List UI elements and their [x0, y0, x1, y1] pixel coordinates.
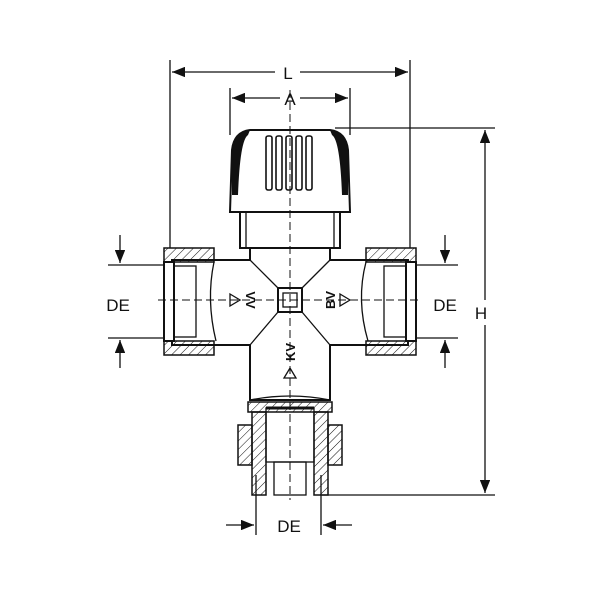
dimension-label-A: A: [284, 90, 296, 109]
dimension-L: L: [169, 60, 411, 248]
port-label-VV: VV: [243, 291, 258, 309]
dimension-label-DE-right: DE: [433, 296, 457, 315]
bottom-nut-left: [237, 424, 253, 466]
dimension-label-DE-left: DE: [106, 296, 130, 315]
port-label-KV: KV: [283, 343, 298, 361]
dimension-label-DE-bottom: DE: [277, 517, 301, 536]
dimension-DE-bottom: DE: [226, 475, 352, 536]
dimension-label-L: L: [283, 64, 292, 83]
bottom-nut-right: [327, 424, 343, 466]
dimension-DE-left: DE: [106, 235, 168, 368]
dimension-A: A: [229, 88, 351, 135]
knob-ribs: [265, 135, 313, 191]
dimension-label-H: H: [475, 304, 487, 323]
dimension-H: H: [322, 127, 495, 496]
dimension-DE-right: DE: [412, 235, 458, 368]
